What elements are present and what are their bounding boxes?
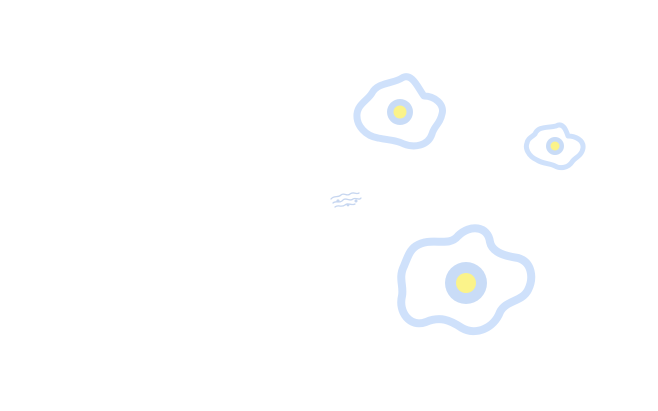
flower-icon — [523, 122, 586, 171]
flower-icon — [353, 73, 446, 150]
flower-center-core — [550, 141, 560, 151]
scribble-icon — [330, 192, 362, 208]
scribble-dot — [346, 203, 350, 207]
flower-petal-outline — [523, 122, 586, 171]
scribble-dot — [354, 199, 358, 203]
flower-icon — [397, 224, 536, 336]
flower-petal-outline — [353, 73, 446, 150]
flower-center-core — [393, 105, 407, 119]
flower-petal-outline — [397, 224, 536, 336]
flower-center-core — [456, 273, 476, 293]
scribble-dot — [336, 199, 340, 203]
